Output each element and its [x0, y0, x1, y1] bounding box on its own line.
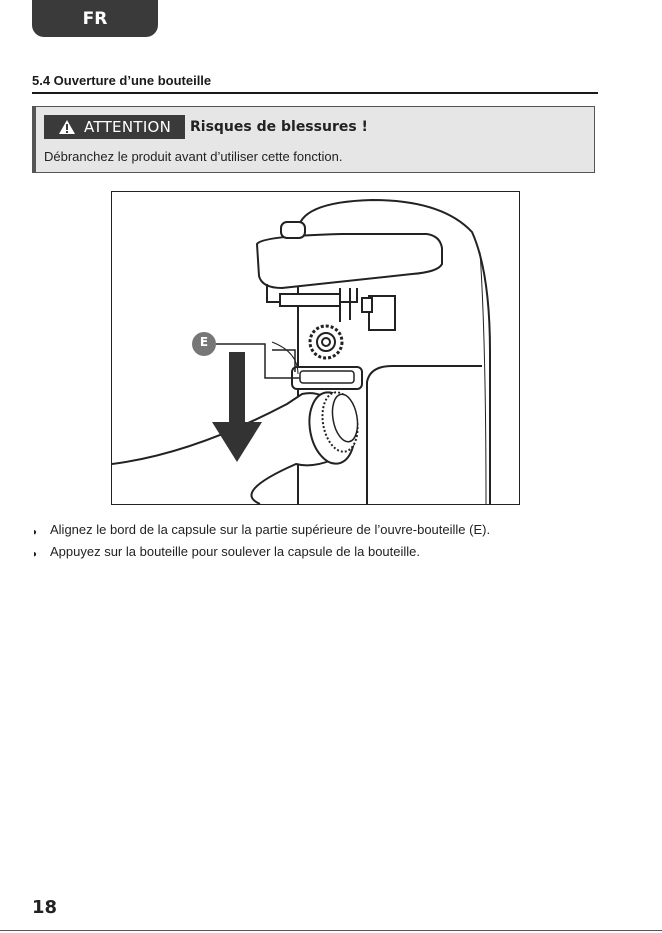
section-title: 5.4 Ouverture d’une bouteille [32, 73, 598, 94]
warning-box: ATTENTION Risques de blessures ! Débranc… [32, 106, 595, 173]
warning-title: Risques de blessures ! [190, 119, 368, 135]
instruction-text: Alignez le bord de la capsule sur la par… [50, 522, 490, 537]
list-item: ◗ Alignez le bord de la capsule sur la p… [32, 519, 622, 541]
gear-icon [310, 326, 342, 358]
bullet-icon: ◗ [32, 544, 38, 566]
callout-label-e: E [193, 335, 215, 353]
bottle-opener-illustration: E [111, 191, 520, 505]
illustration-drawing [112, 192, 519, 504]
warning-badge-label: ATTENTION [84, 118, 171, 136]
warning-triangle-icon [58, 119, 76, 135]
instruction-text: Appuyez sur la bouteille pour soulever l… [50, 544, 420, 559]
instruction-list: ◗ Alignez le bord de la capsule sur la p… [32, 519, 622, 563]
warning-badge: ATTENTION [44, 115, 185, 139]
list-item: ◗ Appuyez sur la bouteille pour soulever… [32, 541, 622, 563]
footer-divider [0, 930, 662, 931]
language-tab: FR [32, 0, 158, 37]
page-number: 18 [32, 897, 57, 918]
warning-text: Débranchez le produit avant d’utiliser c… [44, 149, 342, 164]
